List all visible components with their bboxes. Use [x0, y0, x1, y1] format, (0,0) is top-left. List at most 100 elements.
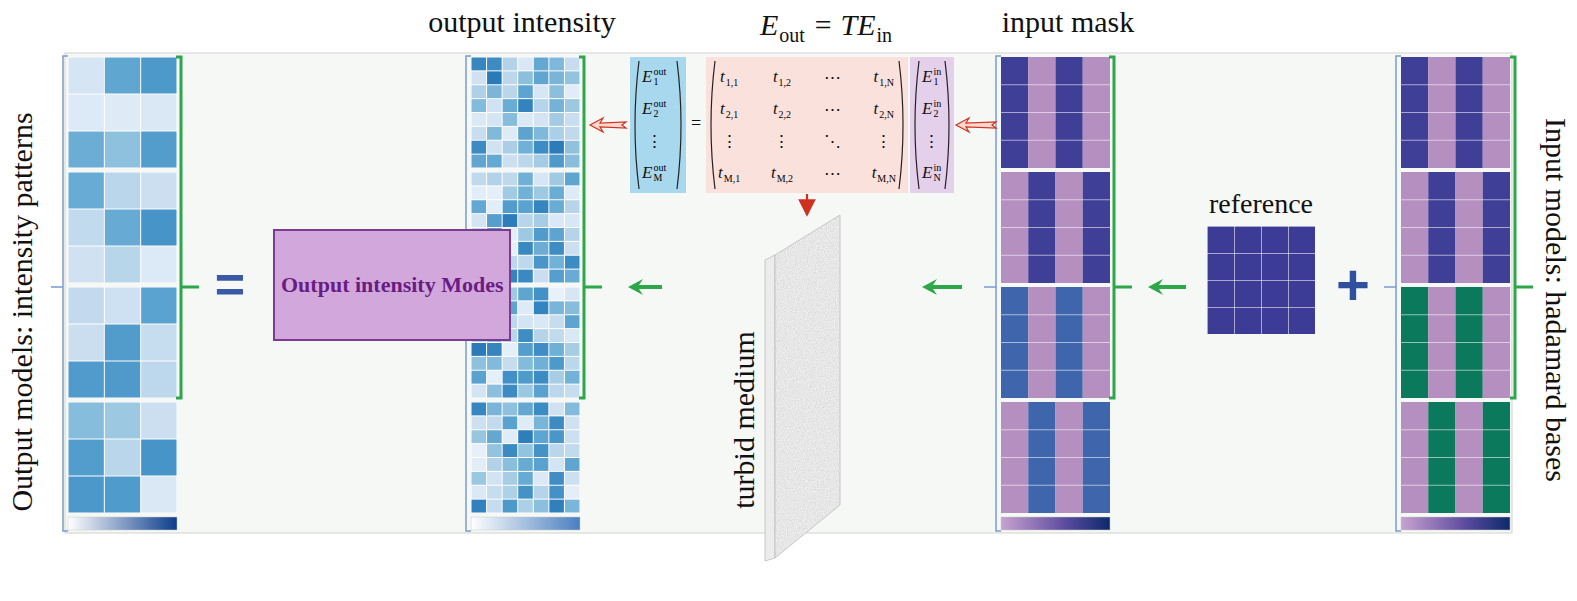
intensity-pixel	[472, 141, 487, 154]
intensity-pixel	[549, 99, 564, 112]
intensity-pixel	[565, 472, 580, 485]
grid-line	[1401, 140, 1510, 141]
matrix-entry: ⋯	[824, 163, 841, 184]
intensity-pixel	[534, 214, 549, 227]
intensity-pixel	[141, 132, 176, 168]
superscript: out	[653, 67, 666, 78]
intensity-pixel	[565, 58, 580, 71]
intensity-pixel	[565, 228, 580, 241]
entry-symbol: ⋮	[923, 131, 940, 152]
script-stack: out1	[653, 67, 666, 88]
intensity-pixel	[69, 325, 104, 361]
equals-sign: =	[215, 256, 245, 313]
intensity-pixel	[518, 301, 533, 314]
slab-texture	[772, 215, 842, 561]
intensity-pixel	[472, 403, 487, 416]
entry-symbol: t	[771, 163, 776, 183]
intensity-pixel	[141, 58, 176, 94]
intensity-pixel	[472, 430, 487, 443]
grid-line	[1401, 112, 1510, 113]
intensity-pixel	[565, 357, 580, 370]
intensity-pixel	[534, 228, 549, 241]
grid-line	[1401, 199, 1510, 200]
turbid-medium: turbid medium	[722, 215, 844, 563]
intensity-pixel	[534, 127, 549, 140]
intensity-pixel	[472, 385, 487, 398]
intensity-pixel	[472, 416, 487, 429]
intensity-pixel	[503, 430, 518, 443]
intensity-pixel	[565, 288, 580, 301]
intensity-pixel	[518, 71, 533, 84]
intensity-pixel	[472, 444, 487, 457]
intensity-pixel	[534, 416, 549, 429]
entry-symbol: t	[773, 99, 778, 119]
subscript: 2,N	[879, 109, 894, 120]
intensity-pixel	[503, 200, 518, 213]
intensity-pixel	[472, 85, 487, 98]
grid-line	[1401, 457, 1510, 458]
colorbar	[68, 517, 177, 530]
intensity-pixel	[503, 58, 518, 71]
entry-grid: Eout1Eout2⋮EoutM	[642, 61, 674, 189]
intensity-pixel	[487, 385, 502, 398]
intensity-pixel	[487, 186, 502, 199]
matrix-entry: ⋯	[824, 67, 841, 88]
intensity-pixel	[565, 385, 580, 398]
column-bracket	[1384, 56, 1401, 531]
intensity-pixel	[141, 95, 176, 131]
grid-line	[1401, 84, 1510, 85]
intensity-pixel	[534, 155, 549, 168]
intensity-pixel	[565, 444, 580, 457]
subscript: 1	[933, 77, 941, 88]
intensity-pixel	[503, 127, 518, 140]
intensity-pixel	[518, 113, 533, 126]
intensity-pixel	[105, 403, 140, 439]
subscript: 2,1	[726, 109, 739, 120]
axis-title: Input models: hadamard bases	[1540, 118, 1573, 482]
grid-line	[1001, 314, 1110, 315]
intensity-pixel	[518, 99, 533, 112]
intensity-pixel	[518, 58, 533, 71]
intensity-pixel	[534, 403, 549, 416]
intensity-pixel	[518, 500, 533, 513]
intensity-pixel	[69, 132, 104, 168]
medium-label: turbid medium	[727, 331, 761, 508]
intensity-pixel	[503, 186, 518, 199]
intensity-pixel	[549, 444, 564, 457]
intensity-pixel	[503, 444, 518, 457]
intensity-pixel	[518, 416, 533, 429]
matrix-entry: ⋮	[721, 131, 738, 152]
intensity-pixel	[534, 242, 549, 255]
intensity-pixel	[534, 315, 549, 328]
transmission-matrix: t1,1t1,2⋯t1,Nt2,1t2,2⋯t2,N⋮⋮⋱⋮tM,1tM,2⋯t…	[706, 57, 908, 193]
equation-symbol: = TE	[813, 8, 876, 41]
colorbar	[1001, 517, 1110, 530]
intensity-pixel	[141, 210, 176, 246]
entry-symbol: t	[874, 67, 879, 87]
box-label: Output intensity Modes	[281, 272, 503, 297]
intensity-pixel	[549, 430, 564, 443]
intensity-pixel	[487, 200, 502, 213]
intensity-pixel	[105, 58, 140, 94]
intensity-pixel	[518, 357, 533, 370]
intensity-pixel	[105, 325, 140, 361]
subscript: M,2	[777, 173, 793, 184]
subscript: 1,1	[726, 77, 739, 88]
intensity-pixel	[503, 458, 518, 471]
column-bracket	[51, 56, 68, 531]
grid-line	[1401, 485, 1510, 486]
intensity-pixel	[503, 85, 518, 98]
intensity-pixel	[549, 315, 564, 328]
grid-line	[1001, 485, 1110, 486]
matrix-entry: Eout1	[642, 67, 666, 88]
intensity-pixel	[69, 288, 104, 324]
subscript: 2	[933, 109, 941, 120]
intensity-pixel	[565, 371, 580, 384]
intensity-pixel	[105, 173, 140, 209]
grid-line	[1001, 429, 1110, 430]
intensity-pixel	[518, 458, 533, 471]
intensity-pixel	[141, 247, 176, 283]
flow-arrow	[922, 279, 962, 295]
intensity-pixel	[518, 444, 533, 457]
intensity-pixel	[534, 486, 549, 499]
